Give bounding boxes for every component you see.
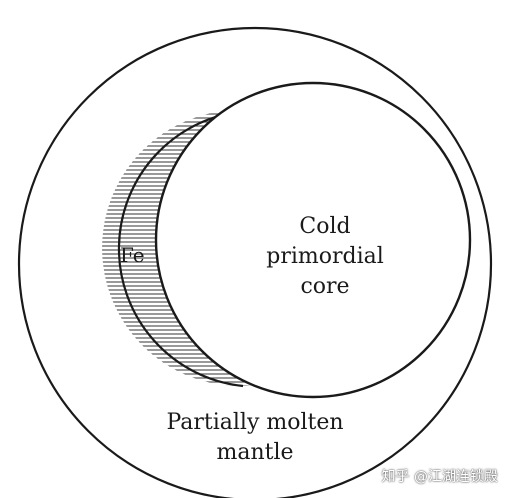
core-label-line-1: Cold: [299, 214, 351, 239]
iron-label: Fe: [120, 243, 145, 267]
mantle-label-line-1: Partially molten: [166, 410, 344, 435]
core-label-line-3: core: [300, 274, 350, 299]
mantle-label: Partially molten mantle: [130, 408, 380, 468]
core-label: Cold primordial core: [240, 212, 410, 302]
mantle-label-line-2: mantle: [216, 440, 294, 465]
cold-primordial-core-circle: [154, 81, 472, 399]
core-label-line-2: primordial: [266, 244, 384, 269]
iron-layer-outline: [117, 109, 249, 388]
watermark: 知乎 @江湖连锁殿: [381, 469, 498, 485]
